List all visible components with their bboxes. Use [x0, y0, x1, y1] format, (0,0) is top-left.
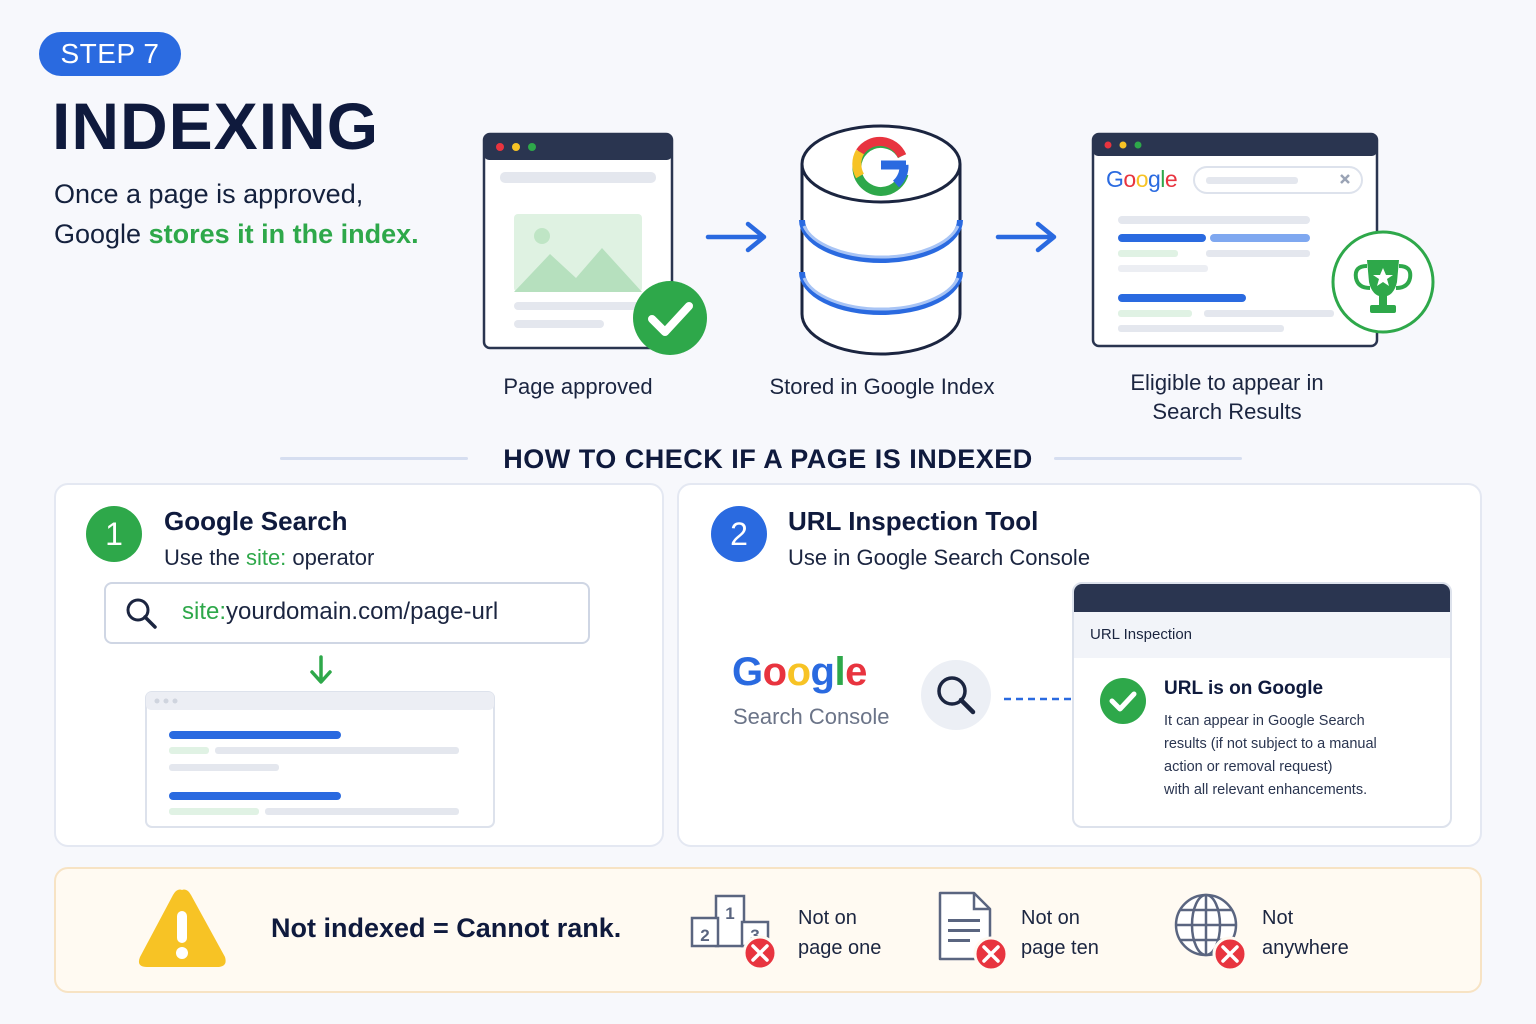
consequence-3-line-1: Not	[1262, 907, 1294, 929]
consequence-2-line-2: page ten	[1021, 937, 1099, 959]
inspection-window-titlebar	[1074, 584, 1450, 612]
consequence-1-line-1: Not on	[798, 907, 857, 929]
subtitle-line-1: Once a page is approved,	[54, 179, 364, 209]
inspection-window-header: URL Inspection	[1074, 612, 1450, 658]
heading-rule-right	[1054, 457, 1242, 460]
method1-title: Google Search	[164, 506, 348, 536]
flow-label-page-approved: Page approved	[503, 374, 653, 399]
flow-label-stored-in-index: Stored in Google Index	[769, 374, 995, 399]
consequence-not-on-page-ten: Not on page ten	[1021, 903, 1099, 963]
status-line-2: results (if not subject to a manual	[1164, 736, 1377, 752]
warning-headline: Not indexed = Cannot rank.	[271, 913, 622, 943]
method2-title: URL Inspection Tool	[788, 506, 1039, 536]
consequence-2-line-1: Not on	[1021, 907, 1080, 929]
google-g-logo-icon	[852, 136, 909, 196]
method1-sub-prefix: Use the	[164, 545, 246, 570]
inspect-connector	[921, 660, 1074, 730]
site-query-rest: yourdomain.com/page-url	[226, 598, 499, 625]
flow-label-eligible: Eligible to appear in Search Results	[1096, 368, 1358, 426]
method2-subtitle: Use in Google Search Console	[788, 545, 1091, 570]
method-number-1: 1	[86, 506, 142, 562]
status-check-icon	[1100, 678, 1146, 724]
method1-sub-suffix: operator	[286, 545, 375, 570]
consequence-1-line-2: page one	[798, 937, 882, 959]
check-badge-icon	[633, 281, 707, 355]
site-query-prefix: site:	[182, 598, 227, 625]
consequence-not-on-page-one: Not on page one	[798, 903, 881, 963]
error-x-icon-2	[973, 936, 1009, 972]
page-title: INDEXING	[52, 89, 380, 163]
document-icon	[938, 891, 1009, 972]
arrow-down-icon	[310, 655, 332, 684]
subtitle-line-2: Google stores it in the index.	[54, 214, 419, 254]
search-results-mock	[145, 691, 495, 828]
google-index-database-icon	[799, 124, 963, 356]
status-line-4: with all relevant enhancements.	[1164, 782, 1368, 798]
warning-triangle-icon	[138, 889, 226, 967]
trophy-badge-icon	[1331, 230, 1435, 334]
search-console-logo-sub: Search Console	[733, 704, 890, 729]
inspection-status-title: URL is on Google	[1164, 678, 1324, 699]
error-x-icon	[742, 935, 778, 971]
podium-icon: 1 2 3	[690, 894, 778, 971]
search-icon	[126, 598, 157, 629]
status-line-3: action or removal request)	[1164, 759, 1333, 775]
page-subtitle: Once a page is approved, Google stores i…	[54, 174, 419, 254]
arrow-right-icon-2	[995, 221, 1057, 253]
podium-label-2: 2	[700, 926, 709, 945]
podium-label-1: 1	[725, 904, 734, 923]
flow-label-eligible-line-2: Search Results	[1152, 399, 1302, 424]
method-number-2: 2	[711, 506, 767, 562]
section-heading: HOW TO CHECK IF A PAGE IS INDEXED	[503, 444, 1033, 474]
podium-label-3: 3	[750, 926, 759, 945]
inspection-status-description: It can appear in Google Search results (…	[1164, 710, 1434, 802]
status-line-1: It can appear in Google Search	[1164, 713, 1365, 729]
flow-label-eligible-line-1: Eligible to appear in	[1130, 370, 1324, 395]
step-badge: STEP 7	[39, 32, 181, 76]
search-console-logo: Google	[732, 650, 867, 694]
consequence-3-line-2: anywhere	[1262, 937, 1349, 959]
error-x-icon-3	[1212, 936, 1248, 972]
mock-google-logo: Google	[1106, 166, 1178, 192]
site-query-text: site:yourdomain.com/page-url	[182, 598, 498, 626]
arrow-right-icon	[705, 221, 767, 253]
method1-sub-highlight: site:	[245, 545, 287, 570]
globe-icon	[1174, 893, 1248, 972]
search-results-illustration	[1091, 132, 1435, 348]
consequence-not-anywhere: Not anywhere	[1262, 903, 1349, 963]
subtitle-line-2-prefix: Google	[54, 219, 149, 249]
method1-subtitle: Use the site: operator	[164, 545, 374, 571]
site-search-input[interactable]	[104, 582, 590, 644]
subtitle-highlight: stores it in the index.	[148, 219, 419, 249]
approved-page-illustration	[482, 132, 707, 355]
heading-rule-left	[280, 457, 468, 460]
